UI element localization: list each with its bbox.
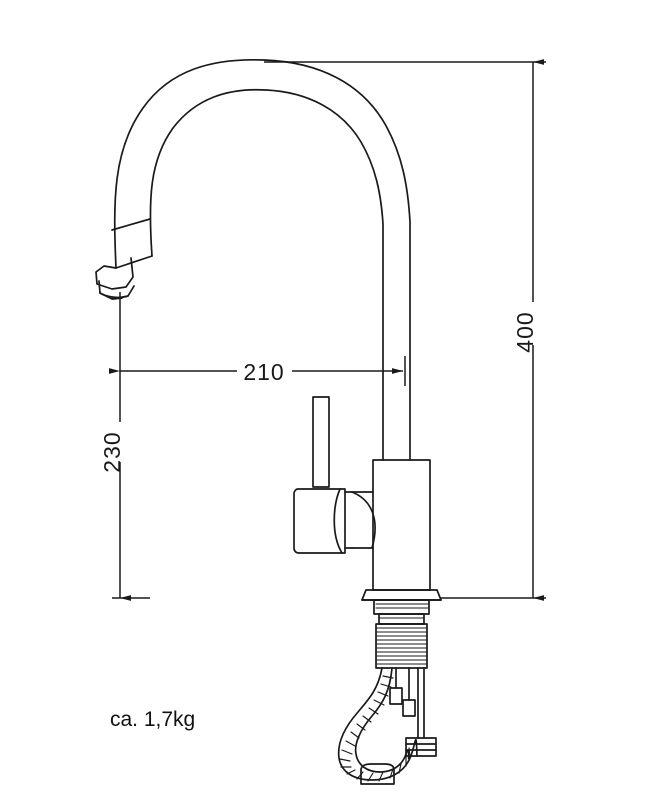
dimension-210 [109, 356, 406, 386]
spray-nozzle-head [95, 218, 153, 300]
hose-counterweight [360, 763, 395, 785]
dimension-annotations [109, 59, 546, 601]
braided-pull-down-hose [337, 667, 418, 782]
threaded-shank [373, 599, 430, 669]
faucet-assembly [95, 58, 442, 785]
weight-annotation: ca. 1,7kg [110, 708, 195, 731]
dimension-230 [112, 292, 150, 601]
supply-tubes [389, 667, 425, 739]
dimension-230-label: 230 [99, 431, 125, 472]
shank-threads [375, 603, 430, 665]
hose-braid-texture [339, 675, 411, 782]
lever-handle [293, 396, 346, 554]
gooseneck-spout [113, 58, 411, 461]
hose-connector [405, 737, 437, 757]
dimension-210-label: 210 [243, 359, 284, 385]
dimension-400-label: 400 [512, 311, 538, 352]
